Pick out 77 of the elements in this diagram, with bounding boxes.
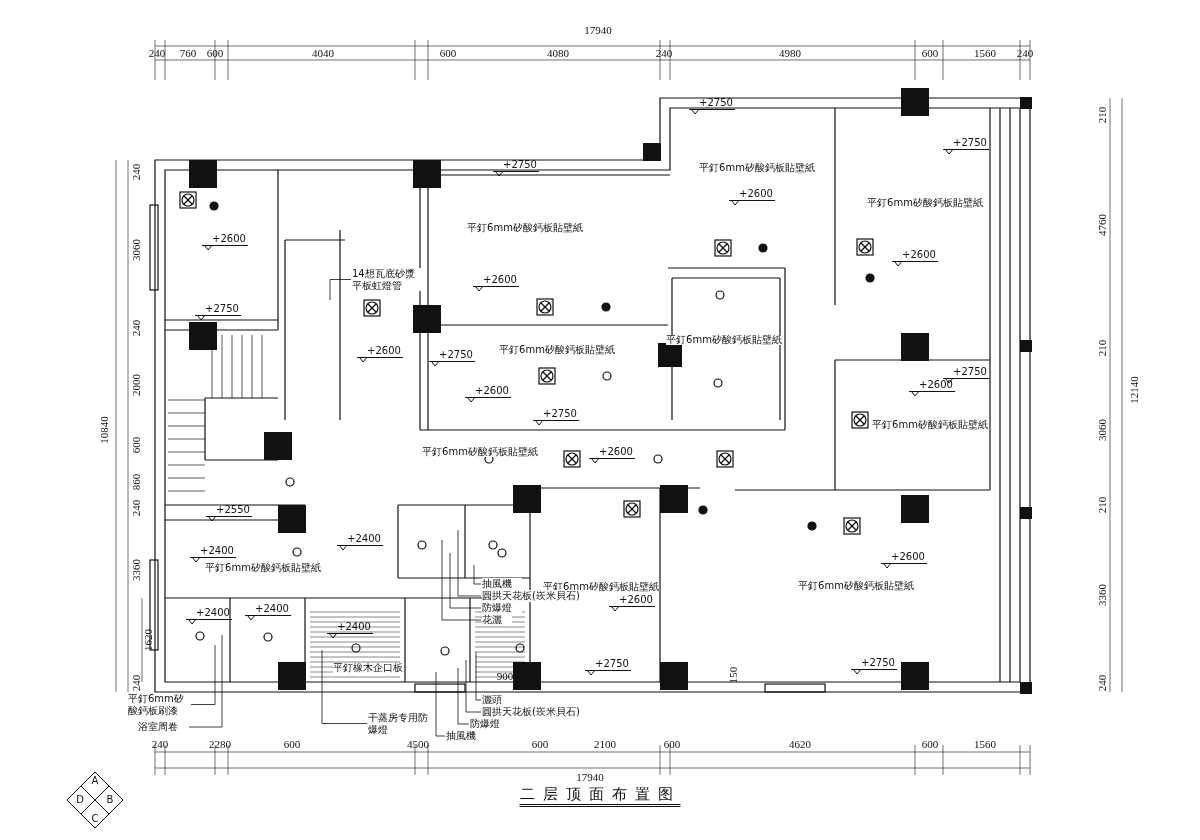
callout-text: 圓拱天花板(崁米貝石) [482,590,594,602]
dimension-text: 860 [130,473,142,491]
dimension-text: 3060 [1096,419,1108,441]
dimension-text: 4040 [312,47,334,59]
dimension-text: 600 [283,738,301,750]
dimension-text: 760 [179,47,197,59]
callout-text: 抽風機 [482,578,522,590]
dimension-text: 600 [206,47,224,59]
dimension-text: 240 [655,47,673,59]
dimension-text: 3360 [1096,584,1108,606]
material-note: 平釘6mm矽酸鈣板貼壁紙 [872,420,988,430]
dimension-text: 4080 [547,47,569,59]
dimension-text: 240 [130,499,142,517]
dimension-text: 12140 [1128,376,1140,404]
dimension-text: 150 [727,666,739,684]
dimension-text: 240 [130,319,142,337]
material-note: 平釘6mm矽酸鈣板貼壁紙 [867,198,983,208]
dimension-text: 17940 [576,771,604,783]
leader-line [475,651,482,701]
material-note: 平釘6mm矽酸鈣板貼壁紙 [666,335,782,345]
dimension-text: 10840 [98,416,110,444]
leader-line [457,529,482,597]
dimension-text: 600 [531,738,549,750]
dimension-text: 4500 [407,738,429,750]
dimension-text: 3060 [130,239,142,261]
callout-text: 干蒸房专用防爆燈 [368,712,428,735]
leader-line [190,644,216,705]
compass-letter: D [76,795,84,805]
dimension-text: 240 [1016,47,1034,59]
dimension-text: 210 [1096,339,1108,357]
leader-line [435,671,446,737]
dimension-text: 240 [148,47,166,59]
dimension-text: 17940 [584,24,612,36]
compass-letter: C [91,814,99,824]
material-note: 平釘橡木企口板 [333,663,403,673]
leader-line [321,649,368,724]
dimension-text: 240 [130,674,142,692]
material-note: 平釘6mm矽酸鈣板貼壁紙 [699,163,815,173]
dimension-text: 210 [1096,106,1108,124]
dimension-text: 900 [496,670,514,682]
callout-text: 防爆燈 [482,602,522,614]
material-note: 平釘6mm矽酸鈣板貼壁紙 [798,581,914,591]
dimension-text: 600 [439,47,457,59]
compass-letter: A [91,776,99,786]
dimension-text: 240 [130,163,142,181]
dimension-text: 3360 [130,559,142,581]
dimension-text: 600 [130,436,142,454]
material-note: 平釘6mm矽酸鈣板貼壁紙 [499,345,615,355]
dimension-text: 600 [921,47,939,59]
dimension-text: 240 [151,738,169,750]
leader-line [449,552,482,609]
drawing-title: 二层顶面布置图 [519,787,681,807]
dimension-text: 2280 [209,738,231,750]
material-note: 平釘6mm矽酸鈣板貼壁紙 [422,447,538,457]
dimension-text: 1560 [974,738,996,750]
material-note: 平釘6mm矽酸鈣板貼壁紙 [205,563,321,573]
leader-line [188,634,223,728]
dimension-text: 240 [1096,674,1108,692]
dimension-text: 4620 [789,738,811,750]
dimension-text: 210 [1096,496,1108,514]
dimension-text: 4980 [779,47,801,59]
dimension-text: 4760 [1096,214,1108,236]
leader-line [465,659,482,713]
callout-text: 花灑 [482,614,512,626]
leader-line [441,539,482,621]
leader-line [473,564,482,585]
dimension-text: 2000 [130,374,142,396]
dimension-text: 600 [663,738,681,750]
leader-line [457,667,470,725]
callout-text: 14想瓦底砂漿平板虹燈管 [352,268,422,291]
material-note: 平釘6mm矽酸鈣板貼壁紙 [467,223,583,233]
dimension-text: 1560 [974,47,996,59]
leader-line [329,279,352,301]
dimension-text: 1620 [142,629,154,651]
compass-letter: B [106,795,114,805]
dimension-text: 2100 [594,738,616,750]
dimension-text: 600 [921,738,939,750]
